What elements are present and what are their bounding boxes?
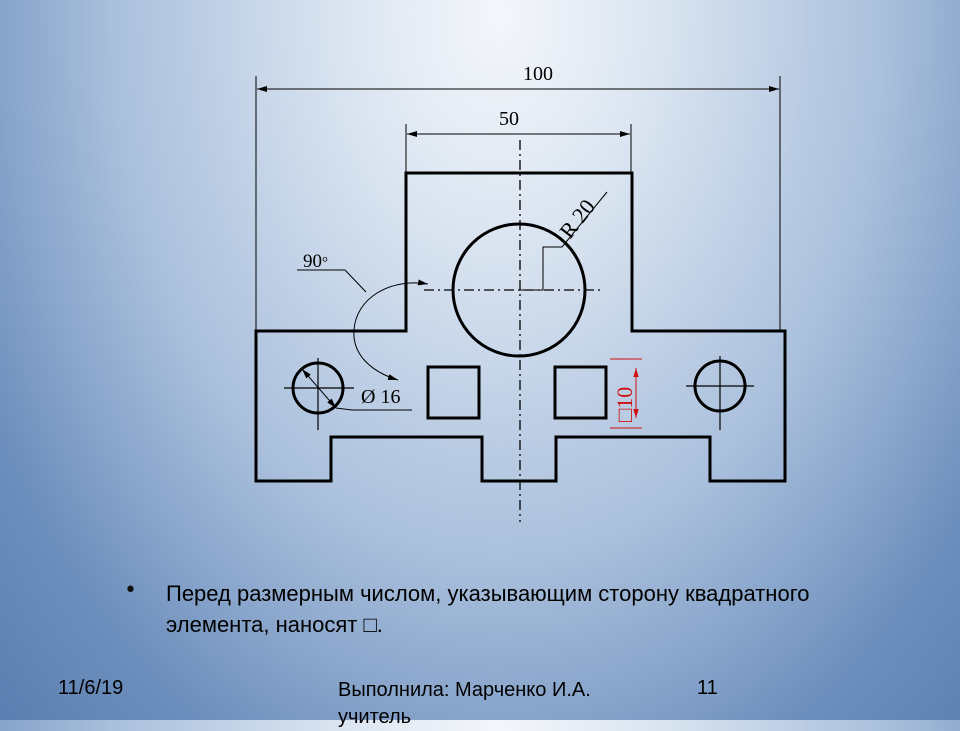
small-hole-right xyxy=(686,356,754,430)
small-hole-left xyxy=(284,358,354,430)
diameter-label: Ø 16 xyxy=(361,386,400,408)
radius-leader xyxy=(520,191,608,291)
square-hole-right xyxy=(553,365,608,420)
angle-arc xyxy=(353,279,429,381)
radius-label: R 20 xyxy=(554,194,600,243)
dim-overall-label: 100 xyxy=(523,63,553,85)
bullet-marker: • xyxy=(124,578,137,603)
technical-drawing: R 20 Ø 16 90° □10 100 50 xyxy=(254,63,787,522)
angle-leader xyxy=(344,269,367,293)
angle-label: 90° xyxy=(303,251,328,272)
square-hole-left xyxy=(426,365,481,420)
extension-lines xyxy=(255,76,781,330)
footer-page-number: 11 xyxy=(697,677,718,699)
center-hole xyxy=(451,222,587,358)
diameter-leader xyxy=(301,368,337,409)
part-outline xyxy=(254,171,787,483)
footer-date: 11/6/19 xyxy=(58,677,124,699)
bullet-text: Перед размерным числом, указывающим стор… xyxy=(166,581,810,637)
diameter-shelf xyxy=(335,407,412,411)
dim-top-label: 50 xyxy=(499,108,519,130)
footer-author: Выполнила: Марченко И.А. учитель xyxy=(338,679,591,728)
square-dim-label: □10 xyxy=(612,387,637,422)
center-lines xyxy=(424,140,602,522)
square-dimension: □10 xyxy=(610,358,642,429)
